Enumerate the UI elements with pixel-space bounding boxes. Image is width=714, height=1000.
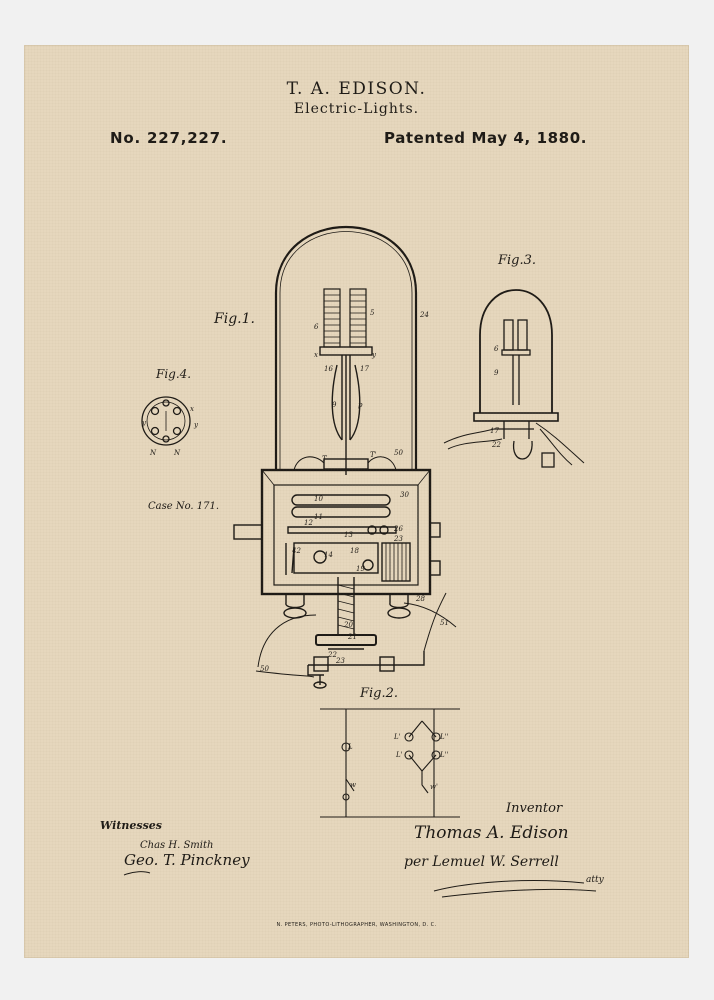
svg-text:51: 51 [440, 619, 449, 627]
svg-text:L'': L'' [439, 733, 449, 741]
svg-text:T: T [322, 455, 328, 463]
svg-text:21: 21 [347, 633, 357, 641]
inventor-label: Inventor [506, 801, 563, 816]
svg-text:10: 10 [314, 495, 323, 503]
fig4-label: Fig.4. [156, 367, 192, 381]
case-number: Case No. 171. [148, 501, 220, 512]
svg-text:23: 23 [393, 535, 403, 543]
svg-text:L'': L'' [439, 751, 449, 759]
svg-text:p: p [358, 401, 363, 409]
svg-text:w': w' [430, 783, 438, 791]
svg-text:26: 26 [393, 525, 403, 533]
patent-number: No. 227,227. [110, 129, 228, 147]
svg-text:22: 22 [491, 441, 501, 449]
svg-text:9: 9 [494, 369, 499, 377]
fig3-lamp-drawing [443, 289, 585, 468]
svg-text:6: 6 [314, 323, 319, 331]
witness-signature-1: Chas H. Smith [140, 840, 214, 851]
inventor-signature: Thomas A. Edison [414, 823, 569, 843]
svg-text:18: 18 [350, 547, 359, 555]
svg-text:20: 20 [343, 621, 353, 629]
svg-text:L': L' [393, 733, 401, 741]
attorney-suffix: atty [586, 875, 604, 885]
svg-text:16: 16 [324, 365, 333, 373]
witness-signature-2: Geo. T. Pinckney [124, 851, 250, 869]
svg-text:x: x [314, 351, 318, 359]
svg-text:T': T' [370, 451, 377, 459]
svg-text:N: N [173, 449, 181, 457]
lithographer-credit: N. PETERS, PHOTO-LITHOGRAPHER, WASHINGTO… [276, 922, 437, 928]
signature-flourishes [123, 871, 597, 898]
svg-text:L': L' [395, 751, 403, 759]
inventor-header: T. A. EDISON. [286, 79, 427, 99]
fig2-circuit-drawing [320, 708, 460, 818]
svg-text:13: 13 [344, 531, 353, 539]
svg-text:12: 12 [304, 519, 313, 527]
fig1-label: Fig.1. [214, 311, 255, 327]
svg-text:19: 19 [356, 565, 365, 573]
svg-text:w: w [350, 781, 356, 789]
fig4-plate-drawing [141, 396, 191, 446]
svg-text:17: 17 [490, 427, 499, 435]
attorney-signature: per Lemuel W. Serrell [404, 854, 559, 870]
svg-text:23: 23 [335, 657, 345, 665]
fig2-label: Fig.2. [360, 686, 399, 701]
fig3-label: Fig.3. [498, 253, 537, 268]
svg-text:17: 17 [360, 365, 369, 373]
svg-text:30: 30 [400, 491, 409, 499]
svg-text:y: y [371, 351, 377, 359]
svg-text:42: 42 [291, 547, 301, 555]
svg-text:9: 9 [332, 401, 337, 409]
svg-text:28: 28 [415, 595, 425, 603]
witnesses-label: Witnesses [100, 819, 162, 832]
svg-text:24: 24 [419, 311, 429, 319]
svg-text:y: y [141, 419, 147, 427]
svg-text:L: L [347, 743, 353, 751]
svg-text:6: 6 [494, 345, 499, 353]
svg-text:50: 50 [394, 449, 403, 457]
svg-text:11: 11 [314, 513, 323, 521]
svg-text:x: x [190, 405, 194, 413]
fig1-lamp-drawing [233, 225, 457, 689]
svg-text:y: y [193, 421, 199, 429]
svg-text:5: 5 [370, 309, 375, 317]
patent-date: Patented May 4, 1880. [384, 129, 588, 147]
svg-text:50: 50 [260, 665, 269, 673]
patent-title: Electric-Lights. [293, 101, 420, 117]
svg-text:N: N [149, 449, 157, 457]
svg-text:14: 14 [324, 551, 333, 559]
svg-text:22: 22 [327, 651, 337, 659]
patent-sheet: T. A. EDISON. Electric-Lights. No. 227,2… [24, 45, 689, 958]
